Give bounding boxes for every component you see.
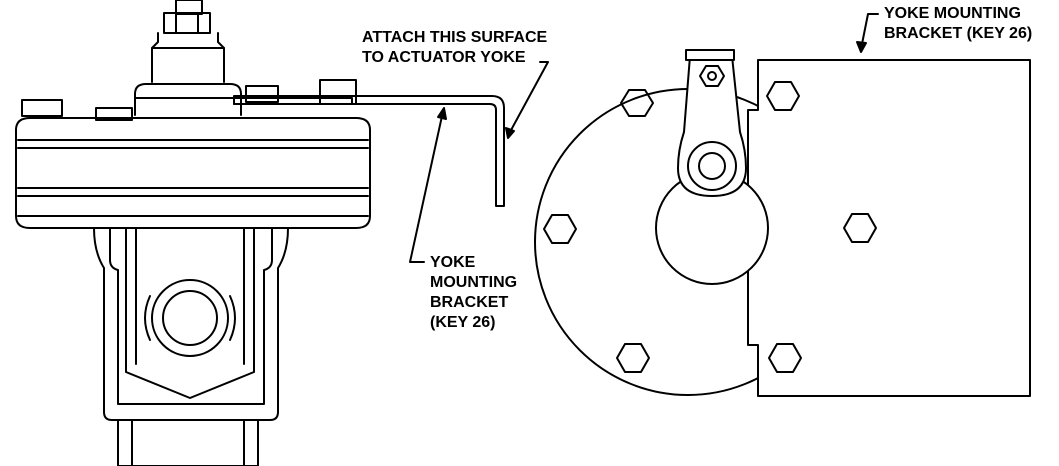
adjusting-screw [175,0,203,15]
leader-lines [409,13,879,263]
port-outer [151,279,229,357]
clamp-nut [699,65,725,87]
spring-case-neck [151,32,225,83]
lever-hub-outer [687,141,737,191]
bracket-top-leader [861,13,879,45]
attach-surface-line-1: ATTACH THIS SURFACE [362,29,548,46]
bracket-top-line-1: YOKE MOUNTING [884,5,1021,22]
bracket-top-callout: YOKE MOUNTING BRACKET (KEY 26) [884,4,1032,44]
diaphragm-flange [15,117,371,229]
bracket-top-line-2: BRACKET (KEY 26) [884,25,1033,42]
bracket-side-callout: YOKE MOUNTING BRACKET (KEY 26) [430,253,517,333]
bracket-profile [233,95,505,207]
lever-hub-inner [698,152,726,180]
hex-nut-5 [616,343,650,373]
lever-arm [677,55,747,197]
hex-nut-2 [766,81,800,111]
hex-nut-1 [620,89,654,117]
front-view [534,49,1031,397]
cap-screw-mid [95,107,133,121]
body-casting [93,227,289,421]
locknut [163,12,211,34]
spring-case [134,83,242,116]
cap-screw-left [21,99,63,117]
bracket-side-leader [409,115,443,263]
hex-nut-3 [543,214,577,244]
mounting-bracket-plate [747,59,1031,397]
hex-nut-6 [768,343,802,373]
bracket-side-line-3: BRACKET [430,294,509,311]
outlet-boss [125,227,255,399]
attach-leader [509,61,549,133]
cap-screw-center [245,85,279,103]
bracket-side-line-1: YOKE [430,254,476,271]
bracket-side-line-4: (KEY 26) [430,314,496,331]
attach-surface-callout: ATTACH THIS SURFACE TO ACTUATOR YOKE [362,28,547,68]
regulator-side-view [15,0,371,466]
lever-clamp [685,49,735,61]
cap-screw-right [319,79,357,105]
attach-surface-line-2: TO ACTUATOR YOKE [362,49,526,66]
drain-plug [117,419,259,466]
port-inner [162,290,218,346]
hex-nut-4 [843,213,877,243]
bracket-side-line-2: MOUNTING [430,274,518,291]
